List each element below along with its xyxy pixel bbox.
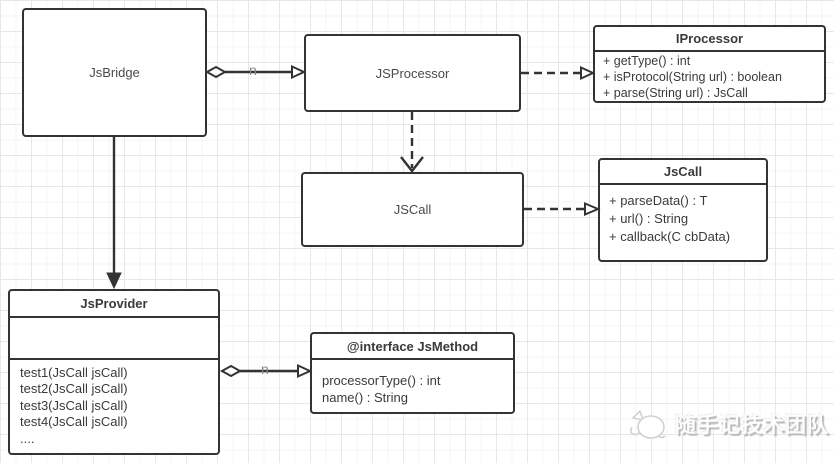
method-item: processorType() : int bbox=[322, 373, 441, 388]
method-item: .... bbox=[20, 430, 35, 446]
class-jsprovider: JsProvider test1(JsCall jsCall) test2(Js… bbox=[8, 289, 220, 455]
open-arrowhead-icon bbox=[584, 201, 601, 217]
method-item: + parseData() : T bbox=[609, 193, 708, 208]
edge-jsbridge-jsprovider bbox=[106, 137, 122, 290]
open-arrowhead-icon bbox=[580, 65, 596, 81]
open-arrowhead-icon bbox=[291, 64, 307, 80]
method-item: name() : String bbox=[322, 390, 408, 405]
method-item: test1(JsCall jsCall) bbox=[20, 365, 128, 380]
method-item: test4(JsCall jsCall) bbox=[20, 414, 128, 430]
method-list: + parseData() : T + url() : String + cal… bbox=[600, 185, 766, 253]
method-item: + callback(C cbData) bbox=[609, 229, 731, 244]
aggregation-diamond-icon bbox=[219, 364, 243, 378]
dependency-arrowhead-icon bbox=[400, 156, 424, 173]
edge-jscall-jscallclass bbox=[524, 201, 601, 217]
method-list: processorType() : int name() : String bbox=[312, 360, 513, 406]
filled-arrowhead-icon bbox=[106, 272, 122, 290]
method-item: test3(JsCall jsCall) bbox=[20, 397, 128, 413]
watermark: 随手记技术团队 bbox=[628, 406, 829, 442]
mascot-logo-icon bbox=[629, 410, 666, 439]
class-title: @interface JsMethod bbox=[312, 334, 513, 360]
method-list: test1(JsCall jsCall) test2(JsCall jsCall… bbox=[10, 360, 218, 452]
method-list: + getType() : int + isProtocol(String ur… bbox=[595, 52, 824, 102]
class-title: JsCall bbox=[600, 160, 766, 185]
method-item: + isProtocol(String url) : boolean bbox=[603, 70, 782, 84]
class-title: IProcessor bbox=[595, 27, 824, 52]
class-jsprocessor: JSProcessor bbox=[304, 34, 521, 112]
method-item: + getType() : int bbox=[603, 54, 691, 68]
attributes-compartment bbox=[10, 318, 218, 360]
class-jscall-object: JSCall bbox=[301, 172, 524, 247]
edge-label-n: n bbox=[261, 361, 269, 377]
method-item: test2(JsCall jsCall) bbox=[20, 381, 128, 397]
class-iprocessor: IProcessor + getType() : int + isProtoco… bbox=[593, 25, 826, 103]
class-jsmethod: @interface JsMethod processorType() : in… bbox=[310, 332, 515, 414]
method-item: + url() : String bbox=[609, 211, 689, 226]
edge-jsprocessor-iprocessor bbox=[521, 65, 596, 81]
class-jsbridge: JsBridge bbox=[22, 8, 207, 137]
class-title: JsProvider bbox=[10, 291, 218, 318]
class-title: JSProcessor bbox=[375, 65, 450, 81]
aggregation-diamond-icon bbox=[204, 65, 228, 79]
class-title: JsBridge bbox=[89, 65, 140, 80]
method-item: + parse(String url) : JsCall bbox=[603, 86, 748, 100]
class-jscall: JsCall + parseData() : T + url() : Strin… bbox=[598, 158, 768, 262]
class-title: JSCall bbox=[393, 202, 432, 217]
watermark-text: 随手记技术团队 bbox=[675, 414, 829, 437]
open-arrowhead-icon bbox=[297, 363, 313, 379]
edge-jsprocessor-jscall bbox=[400, 112, 424, 173]
edge-label-n: n bbox=[249, 62, 257, 78]
